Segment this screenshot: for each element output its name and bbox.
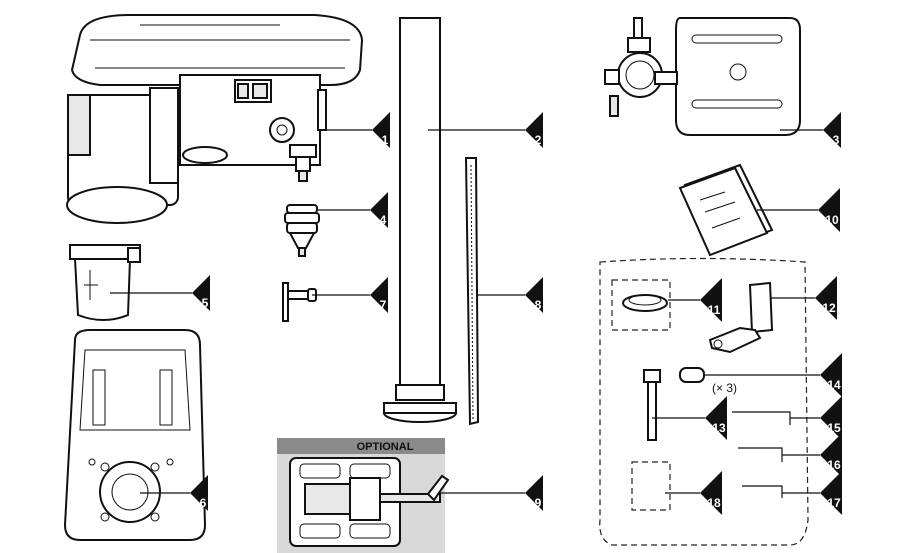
part-number: 5 [202,296,209,310]
part-number: 1 [382,133,389,147]
quantity-note: (× 3) [712,381,737,395]
part-tag-14: 14 [820,353,842,397]
part-number: 17 [827,496,841,510]
optional-vise-panel: OPTIONAL [277,438,450,553]
leader-lines [110,129,823,494]
optional-label: OPTIONAL [357,441,414,453]
part-tag-8: 8 [525,277,543,313]
table-drawing [604,17,801,136]
part-tag-11: 11 [700,278,722,322]
part-tag-12: 12 [815,276,837,320]
part-tag-15: 15 [820,396,842,440]
part-number: 8 [535,298,542,312]
part-number: 13 [712,421,726,435]
part-tag-16: 16 [820,433,842,477]
manual-drawing [678,163,774,257]
part-tag-4: 4 [370,192,388,228]
chuck-key-drawing [282,282,317,322]
part-tag-2: 2 [525,112,543,148]
part-number: 7 [380,298,387,312]
part-tag-6: 6 [190,475,208,511]
part-tag-1: 1 [372,112,390,148]
part-tag-7: 7 [370,277,388,313]
rack-drawing [464,157,480,426]
part-tag-18: 18 [700,471,722,515]
part-tag-9: 9 [525,475,543,511]
base-drawing [63,329,207,541]
part-tag-3: 3 [823,112,841,148]
part-number: 15 [827,421,841,435]
part-number: 9 [535,496,542,510]
part-number: 16 [827,458,841,472]
part-number: 11 [708,303,721,317]
drill-head-drawing [66,14,364,224]
part-tag-5: 5 [192,275,210,311]
chuck-drawing [284,204,320,257]
part-number: 2 [535,133,542,147]
part-number: 3 [833,133,840,147]
part-number: 14 [827,378,841,392]
part-tag-13: 13 [705,396,727,440]
part-number: 12 [822,301,836,315]
part-number: 4 [380,213,387,227]
part-number: 18 [707,496,721,510]
part-number: 10 [825,213,839,227]
accessory-bag: (× 3) [599,257,809,546]
part-number: 6 [200,496,207,510]
column-drawing [383,17,457,423]
part-tag-10: 10 [818,188,840,232]
part-tag-17: 17 [820,471,842,515]
chuck-guard-drawing [69,244,141,321]
